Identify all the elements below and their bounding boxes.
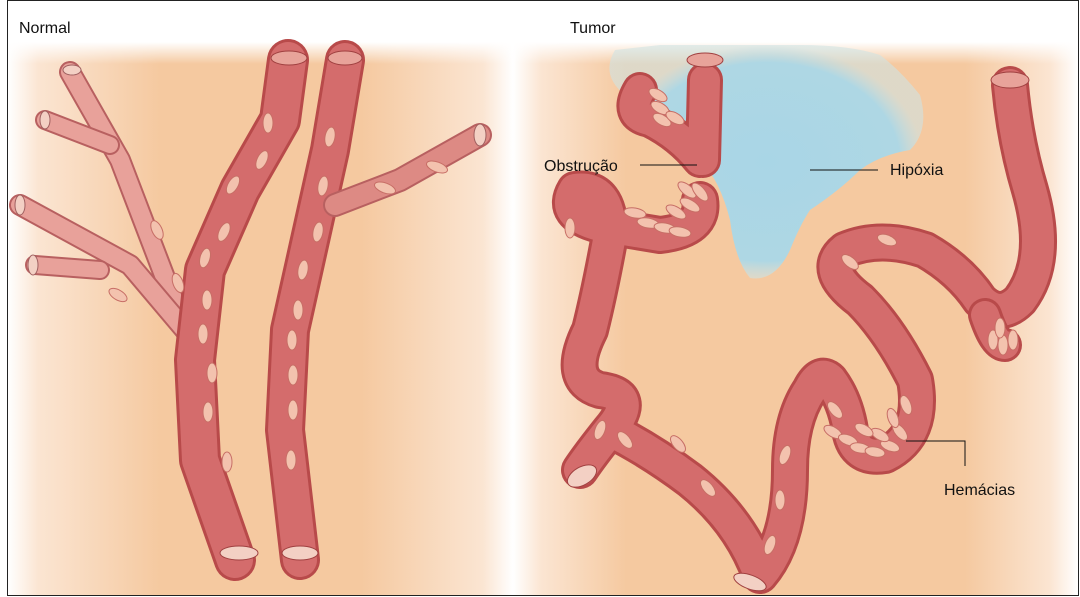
vessel-opening (687, 53, 723, 67)
vessel-opening (328, 51, 362, 65)
normal-panel-title: Normal (19, 20, 71, 38)
tumor-panel-title: Tumor (570, 20, 616, 38)
vessel-opening (28, 255, 38, 275)
vessel-opening (271, 51, 307, 65)
red-cells-label: Hemácias (944, 482, 1015, 499)
hypoxia-label: Hipóxia (890, 162, 943, 179)
vessel-opening (220, 546, 258, 560)
vessel-opening (474, 124, 486, 146)
vessel-opening (40, 111, 50, 129)
vessel-opening (282, 546, 318, 560)
vessel-opening (991, 72, 1029, 88)
obstruction-label: Obstrução (544, 158, 618, 175)
vessel-opening (63, 65, 81, 75)
vessel-opening (15, 195, 25, 215)
